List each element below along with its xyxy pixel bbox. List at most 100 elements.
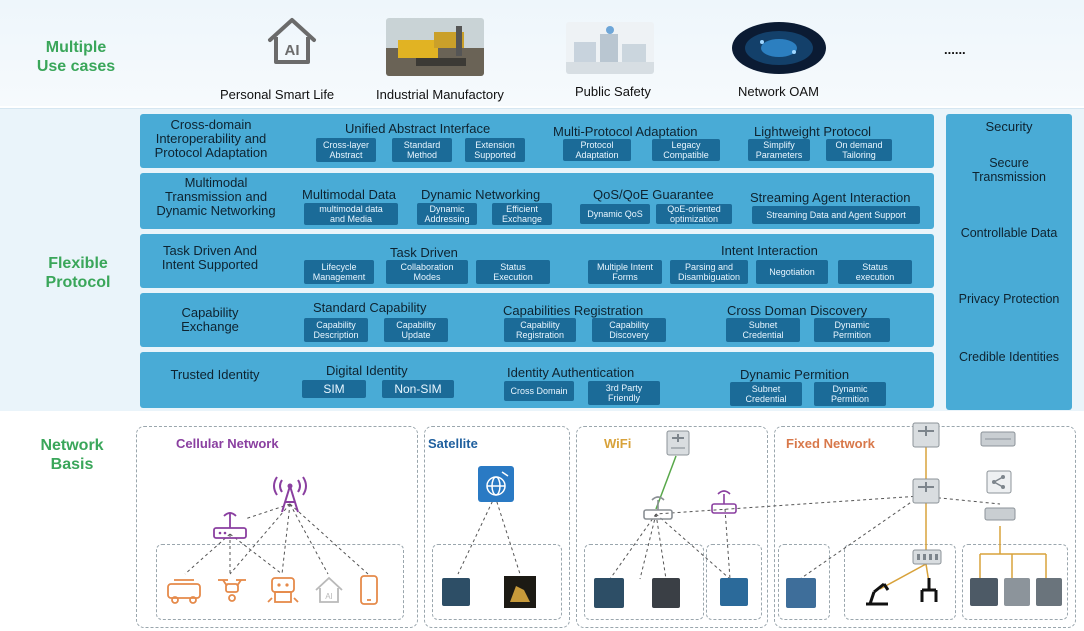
group-title: Multimodal Data: [302, 187, 396, 202]
wifi-device-photo-b: [652, 578, 680, 608]
section-label-protocol: Flexible Protocol: [45, 255, 111, 291]
row-title: Task Driven And Intent Supported: [161, 243, 259, 272]
feature-tag: Simplify Parameters: [748, 139, 810, 161]
group-title: Digital Identity: [326, 363, 408, 378]
router-icon: [208, 508, 252, 542]
row-title: Capability Exchange: [181, 305, 239, 334]
use-case-label: Public Safety: [575, 84, 651, 99]
use-cases-band: [0, 0, 1084, 106]
feature-tag: QoE-oriented optimization: [656, 204, 732, 224]
fixed-server-icon: [980, 428, 1016, 450]
section-label-network: Network Basis: [40, 437, 104, 473]
robot-arm-icon: [860, 574, 894, 608]
feature-tag: multimodal data and Media: [304, 203, 398, 225]
feature-tag: Legacy Compatible: [652, 139, 720, 161]
fixed-device-photo-d: [1036, 578, 1062, 606]
use-case-label: Personal Smart Life: [220, 87, 335, 102]
group-title: Lightweight Protocol: [754, 124, 872, 139]
wifi-gateway-icon: [666, 430, 690, 456]
row-title: Cross-domain Interoperability and Protoc…: [154, 117, 268, 160]
fixed-access-switch-icon: [912, 478, 940, 504]
feature-tag: On demand Tailoring: [826, 139, 892, 161]
wifi-devices-group-b: [706, 544, 762, 620]
feature-tag: Collaboration Modes: [386, 260, 468, 284]
cellular-devices-group: [156, 544, 404, 620]
network-band: [0, 414, 1084, 631]
group-title: QoS/QoE Guarantee: [593, 187, 714, 202]
robot-icon: [266, 574, 300, 606]
vehicle-icon: [166, 576, 202, 604]
security-item: Privacy Protection: [958, 292, 1060, 306]
group-title: Standard Capability: [313, 300, 427, 315]
feature-tag: Standard Method: [392, 138, 452, 162]
wifi-access-point-icon: [708, 486, 740, 516]
group-title: Streaming Agent Interaction: [750, 190, 911, 205]
wifi-device-photo-c: [720, 578, 748, 606]
fixed-ont-icon: [984, 504, 1016, 524]
row-title: Multimodal Transmission and Dynamic Netw…: [156, 175, 276, 218]
feature-tag: Capability Update: [384, 318, 448, 342]
section-label-use-cases: Multiple Use cases: [36, 39, 116, 75]
industrial-photo: [386, 18, 484, 76]
network-oam-photo: [732, 22, 826, 74]
fixed-device-photo-b: [970, 578, 998, 606]
gripper-icon: [914, 574, 944, 608]
group-title: Cross Doman Discovery: [727, 303, 868, 318]
feature-tag: Subnet Credential: [730, 382, 802, 406]
network-title-wifi: WiFi: [604, 436, 632, 451]
more-ellipsis: ......: [944, 42, 966, 57]
cellular-network-box: [136, 426, 418, 628]
feature-tag: Cross Domain: [504, 381, 574, 401]
group-title: Task Driven: [390, 245, 458, 260]
group-title: Multi-Protocol Adaptation: [553, 124, 698, 139]
feature-tag: Lifecycle Management: [304, 260, 374, 284]
network-title-satellite: Satellite: [428, 436, 478, 451]
ai-home-device-icon: AI: [312, 574, 346, 606]
security-title: Security: [985, 119, 1033, 134]
wifi-devices-group-a: [584, 544, 704, 620]
fixed-device-photo-a: [786, 578, 816, 608]
security-item: Controllable Data: [960, 226, 1058, 240]
satellite-device-photo-b: [504, 576, 536, 608]
feature-tag: Dynamic QoS: [580, 204, 650, 224]
group-title: Dynamic Networking: [421, 187, 541, 202]
feature-tag: Non-SIM: [382, 380, 454, 398]
security-item: Credible Identities: [958, 350, 1060, 364]
network-title-cellular: Cellular Network: [176, 436, 279, 451]
group-title: Intent Interaction: [721, 243, 818, 258]
fixed-devices-group-a: [778, 544, 830, 620]
feature-tag: Dynamic Addressing: [417, 203, 477, 225]
wifi-router-icon: [640, 490, 676, 522]
satellite-devices-group: [432, 544, 562, 620]
public-safety-photo: [566, 22, 654, 74]
feature-tag: Status Execution: [476, 260, 550, 284]
row-title: Trusted Identity: [170, 367, 260, 382]
feature-tag: 3rd Party Friendly: [588, 381, 660, 405]
feature-tag: Efficient Exchange: [492, 203, 552, 225]
feature-tag: Subnet Credential: [726, 318, 800, 342]
feature-tag: Parsing and Disambiguation: [670, 260, 748, 284]
wifi-box: [576, 426, 768, 628]
drone-icon: [214, 576, 250, 604]
fixed-devices-group-c: [962, 544, 1068, 620]
group-title: Identity Authentication: [507, 365, 635, 380]
feature-tag: Capability Discovery: [592, 318, 666, 342]
feature-tag: Protocol Adaptation: [563, 139, 631, 161]
group-title: Dynamic Permition: [740, 367, 850, 382]
fixed-olt-icon: [912, 546, 942, 568]
satellite-box: [424, 426, 570, 628]
home-ai-icon: AI: [262, 10, 322, 70]
share-node-icon: [986, 470, 1012, 494]
fixed-device-photo-c: [1004, 578, 1030, 606]
home-icon-text: AI: [285, 42, 300, 59]
feature-tag: Status execution: [838, 260, 912, 284]
feature-tag: Dynamic Permition: [814, 382, 886, 406]
satellite-icon: [478, 466, 514, 502]
feature-tag: Cross-layer Abstract: [316, 138, 376, 162]
feature-tag: Dynamic Permition: [814, 318, 890, 342]
feature-tag: SIM: [302, 380, 366, 398]
feature-tag: Extension Supported: [465, 138, 525, 162]
ai-device-text: AI: [325, 592, 333, 601]
fixed-devices-group-b: [844, 544, 956, 620]
feature-tag: Multiple Intent Forms: [588, 260, 662, 284]
